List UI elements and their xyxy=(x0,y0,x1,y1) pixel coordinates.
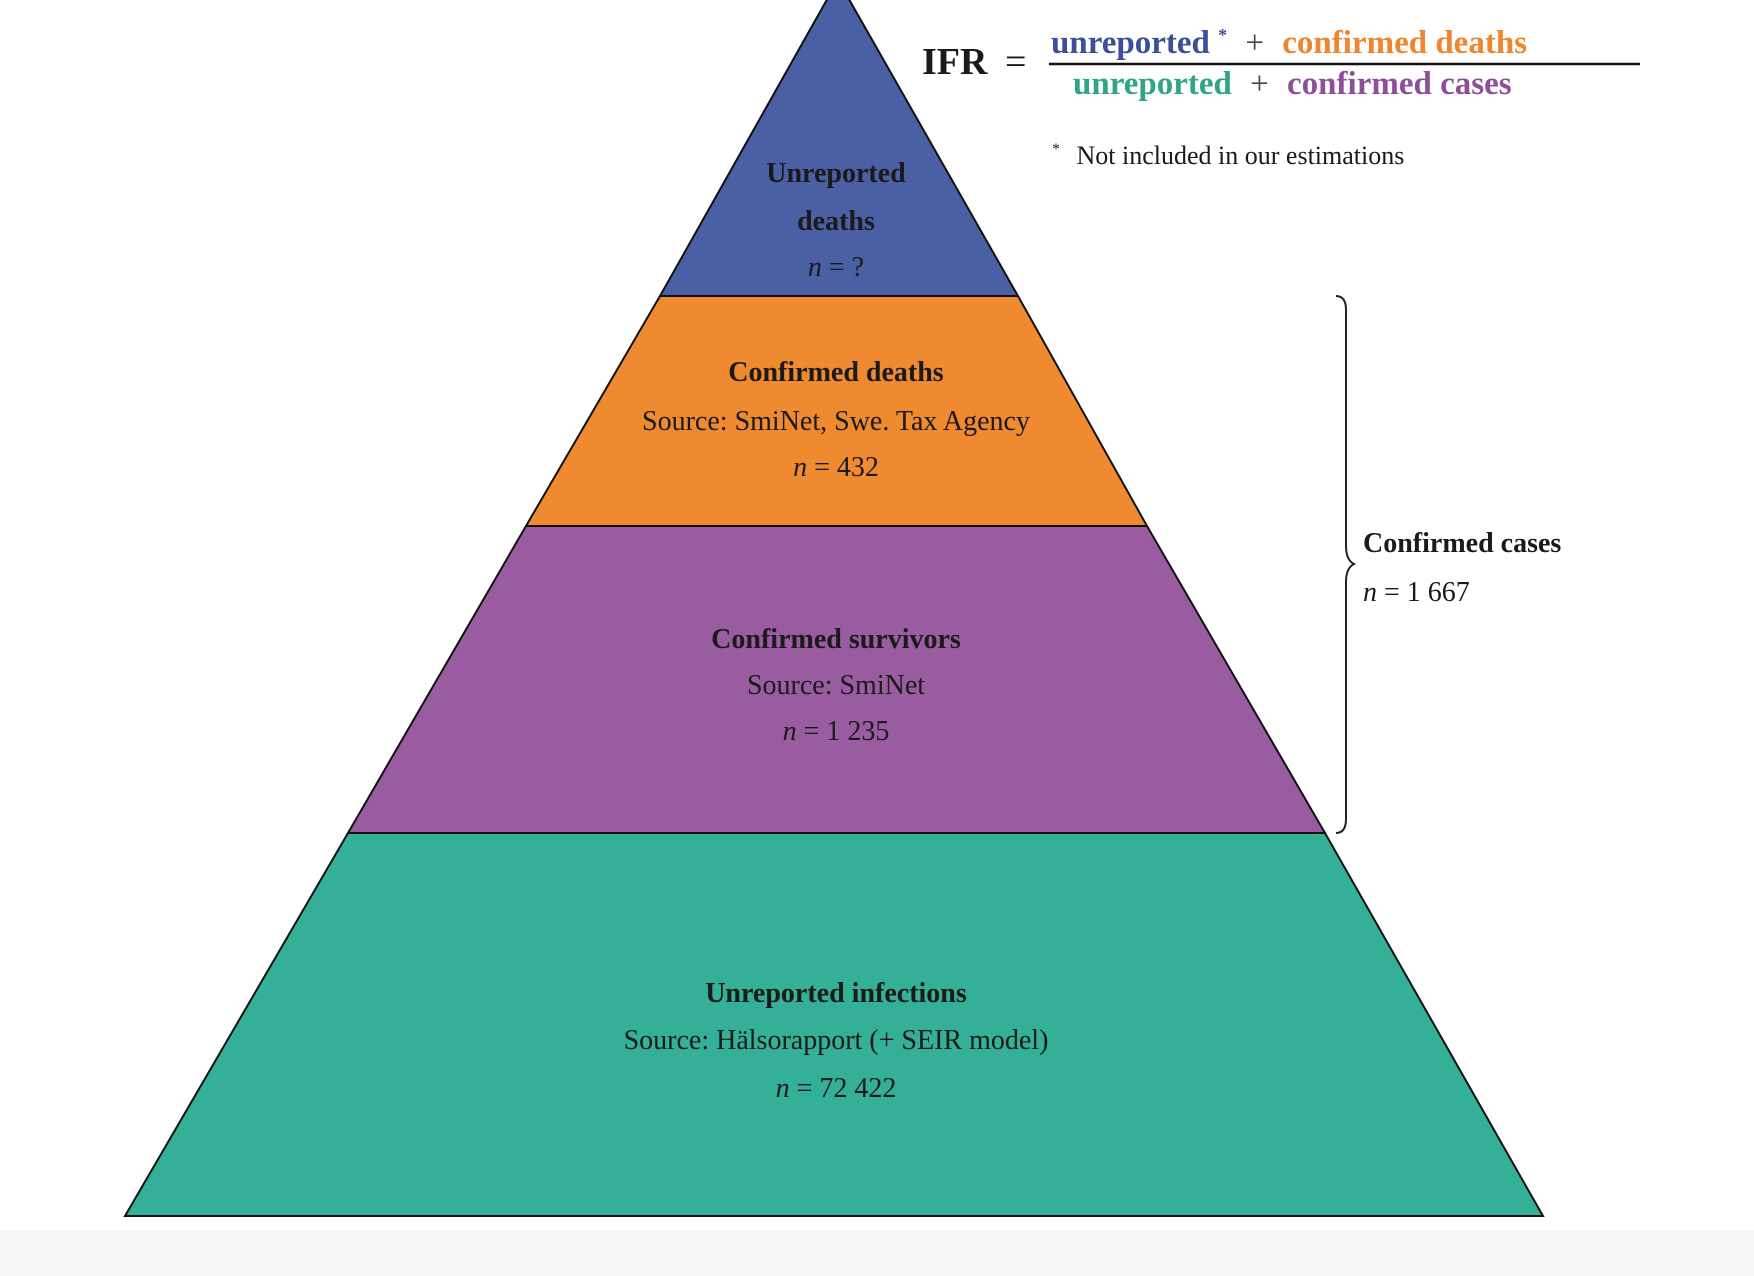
confirmed-survivors-title: Confirmed survivors xyxy=(711,624,961,655)
unreported-deaths-count: n = ? xyxy=(808,252,864,283)
ifr-formula: IFR = unreported * + confirmed deaths un… xyxy=(922,13,1640,170)
n-symbol: n xyxy=(808,252,822,283)
numerator-unreported: unreported xyxy=(1051,25,1210,61)
formula-lhs: IFR = xyxy=(922,41,1026,83)
pyramid-diagram: Unreported deaths n = ? Confirmed deaths… xyxy=(123,0,1640,1217)
footnote: * Not included in our estimations xyxy=(1052,131,1404,170)
footnote-star: * xyxy=(1052,141,1060,158)
confirmed-deaths-count: n = 432 xyxy=(793,452,879,483)
denominator-plus: + xyxy=(1250,66,1269,102)
confirmed-cases-count: n = 1 667 xyxy=(1363,577,1470,608)
count-value: 1 235 xyxy=(826,716,889,747)
confirmed-deaths-title: Confirmed deaths xyxy=(728,357,944,388)
confirmed-cases-title: Confirmed cases xyxy=(1363,528,1561,559)
count-value: 1 667 xyxy=(1407,577,1470,608)
count-value: ? xyxy=(852,252,864,283)
unreported-infections-source: Source: Hälsorapport (+ SEIR model) xyxy=(624,1025,1049,1056)
confirmed-deaths-source: Source: SmiNet, Swe. Tax Agency xyxy=(642,406,1030,437)
footnote-text: Not included in our estimations xyxy=(1077,141,1405,170)
n-symbol: n xyxy=(1363,577,1377,608)
unreported-infections-title: Unreported infections xyxy=(705,978,967,1009)
equals-sign: = xyxy=(829,252,845,283)
confirmed-cases-brace xyxy=(1335,295,1357,834)
equals-sign: = xyxy=(797,1073,813,1104)
ifr-label: IFR xyxy=(922,41,988,83)
denominator-unreported: unreported xyxy=(1073,66,1232,102)
equals-sign: = xyxy=(1384,577,1400,608)
n-symbol: n xyxy=(793,452,807,483)
figure-canvas: Unreported deaths n = ? Confirmed deaths… xyxy=(123,0,1640,1217)
count-value: 432 xyxy=(837,452,879,483)
confirmed-survivors-count: n = 1 235 xyxy=(783,716,890,747)
unreported-deaths-title-line2: deaths xyxy=(797,206,875,237)
unreported-infections-count: n = 72 422 xyxy=(776,1073,897,1104)
numerator-confirmed-deaths: confirmed deaths xyxy=(1282,25,1527,61)
unreported-deaths-title-line1: Unreported xyxy=(766,158,906,189)
equals-sign: = xyxy=(804,716,820,747)
formula-equals: = xyxy=(1005,41,1026,83)
n-symbol: n xyxy=(776,1073,790,1104)
denominator-confirmed-cases: confirmed cases xyxy=(1287,66,1512,102)
formula-numerator: unreported * + confirmed deaths xyxy=(1051,13,1527,61)
count-value: 72 422 xyxy=(819,1073,896,1104)
n-symbol: n xyxy=(783,716,797,747)
confirmed-survivors-source: Source: SmiNet xyxy=(747,670,925,701)
layer-unreported-infections xyxy=(123,832,1545,1217)
formula-denominator: unreported + confirmed cases xyxy=(1073,66,1512,102)
numerator-plus: + xyxy=(1245,25,1264,61)
equals-sign: = xyxy=(814,452,830,483)
numerator-star: * xyxy=(1218,25,1227,45)
